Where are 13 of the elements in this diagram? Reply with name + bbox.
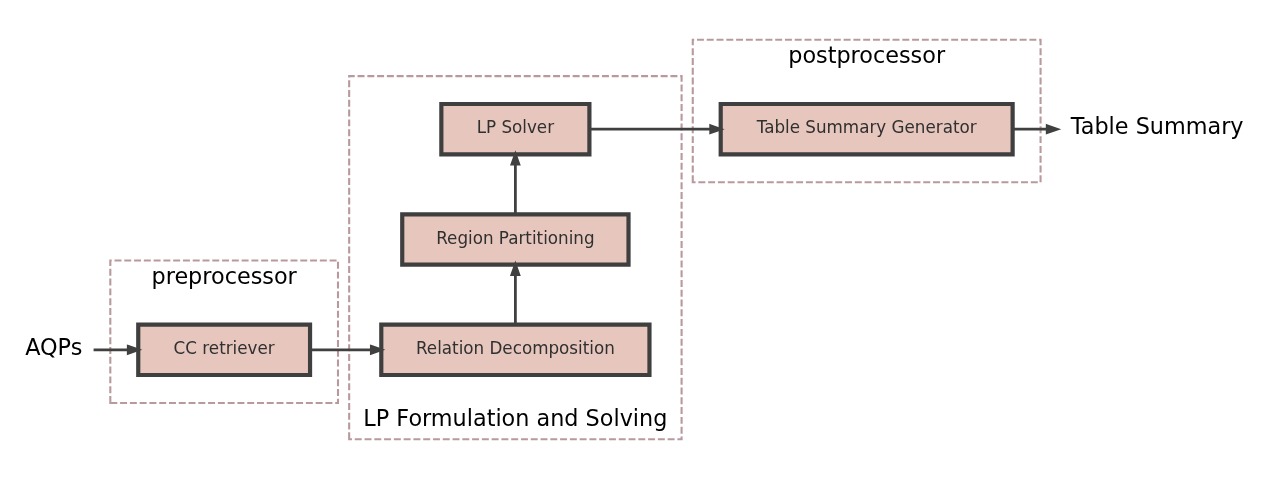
node-box: Relation Decomposition bbox=[379, 322, 652, 378]
node-box: Table Summary Generator bbox=[718, 101, 1015, 157]
node-text: Table Summary bbox=[1070, 113, 1244, 140]
node-box: Region Partitioning bbox=[400, 212, 631, 267]
arrow bbox=[510, 260, 521, 325]
node-box: CC retriever bbox=[136, 322, 313, 378]
arrow bbox=[510, 150, 521, 215]
node-text: AQPs bbox=[25, 334, 83, 361]
arrow bbox=[93, 344, 143, 356]
node-box: LP Solver bbox=[439, 101, 592, 157]
arrow bbox=[310, 344, 386, 356]
arrow bbox=[589, 123, 725, 135]
arrow bbox=[1012, 123, 1062, 135]
